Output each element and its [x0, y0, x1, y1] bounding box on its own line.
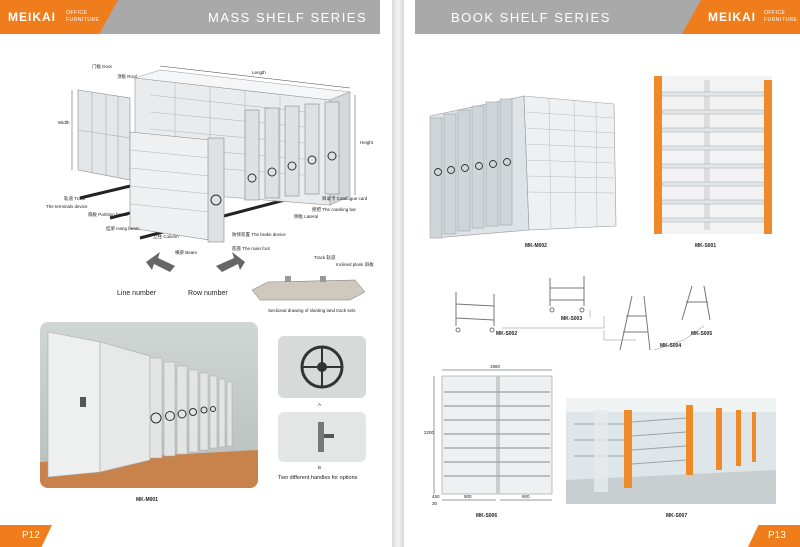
label-door: 门板 Door [92, 64, 113, 69]
handle-photo-b [278, 412, 366, 462]
dim-w1: 900 [464, 494, 472, 499]
handle-photo-a [278, 336, 366, 398]
product-illustrations [429, 76, 776, 504]
label-line-number: Line number [117, 290, 156, 297]
mk-s006-illustration [433, 369, 553, 501]
mass-shelf-photo [40, 322, 258, 488]
label-length: Length [252, 70, 266, 75]
label-width: Width [58, 120, 70, 125]
dim-w2: 900 [522, 494, 530, 499]
label-partition: 隔板 Partition board [88, 212, 128, 217]
logo-sub-furniture: FURNITURE [66, 17, 100, 23]
logo-sub-furniture: FURNITURE [764, 17, 798, 23]
label-crank: 摇把 The cranking bar [312, 207, 357, 212]
model-mk-m002: MK-M002 [525, 243, 547, 249]
logo-brand-text: MEIKAI [8, 10, 56, 24]
label-row-number: Row number [188, 290, 228, 297]
label-sectional-drawing: Sectional drawing of slanting land track… [268, 308, 356, 313]
page-number-text: P12 [22, 530, 40, 541]
label-lateral: 侧板 Lateral [294, 214, 319, 219]
section-title: BOOK SHELF SERIES [451, 10, 611, 25]
dim-gap: 30 [432, 501, 438, 506]
label-track: 轨道 Track [64, 196, 86, 201]
logo-brand-text: MEIKAI [708, 10, 756, 24]
mk-s007-photo [566, 398, 776, 504]
label-main-foot: 底座 The main foot [232, 246, 270, 251]
page-number-text: P13 [768, 530, 786, 541]
model-mk-s006: MK-S006 [476, 513, 498, 519]
handles-caption: Two different handles for options [278, 475, 358, 481]
mk-m002-illustration [429, 95, 617, 239]
label-roof: 顶板 Roof [117, 74, 137, 79]
left-page: MASS SHELF SERIES MEIKAI OFFICE FURNITUR… [0, 0, 392, 547]
dim-width-total: 1980 [490, 364, 501, 369]
section-title: MASS SHELF SERIES [208, 10, 368, 25]
page-number-left: P12 [0, 525, 52, 547]
model-mk-s001: MK-S001 [695, 243, 717, 249]
label-hang-beam: 挂梁 Hang beam [106, 226, 140, 231]
label-beam: 横梁 Beam [175, 250, 198, 255]
handle-b-label: B [318, 465, 322, 470]
brand-logo: MEIKAI OFFICE FURNITURE [0, 0, 118, 34]
model-mk-m001: MK-M001 [136, 497, 158, 503]
dim-depth: 450 [432, 494, 440, 499]
label-column: 立柱 Column [153, 234, 179, 239]
dim-height-total: 2200 [424, 430, 435, 435]
trolley-illustrations [455, 276, 711, 351]
brand-logo: MEIKAI OFFICE FURNITURE [682, 0, 800, 34]
right-page: BOOK SHELF SERIES MEIKAI OFFICE FURNITUR… [404, 0, 800, 547]
mass-shelf-diagram [71, 65, 366, 301]
label-catalogue: 目录卡 Catalogue card [322, 196, 368, 201]
model-mk-s002: MK-S002 [496, 331, 518, 337]
page-number-right: P13 [748, 525, 800, 547]
label-brake: 防倾装置 The brake device [232, 232, 286, 237]
label-height: Height [360, 140, 374, 145]
handle-a-label: A [318, 402, 322, 407]
model-mk-s005: MK-S005 [691, 331, 713, 337]
book-gutter [392, 0, 404, 547]
logo-sub-office: OFFICE [66, 10, 88, 16]
label-track-cn: Track 轨道 [314, 255, 336, 260]
model-mk-s003: MK-S003 [561, 316, 583, 322]
label-terminals: The terminals device [46, 204, 88, 209]
model-mk-s004: MK-S004 [660, 343, 682, 349]
logo-sub-office: OFFICE [764, 10, 786, 16]
mk-s001-illustration [654, 76, 772, 234]
label-inclined-plank: Inclined plank 斜板 [336, 262, 374, 267]
model-mk-s007: MK-S007 [666, 513, 688, 519]
